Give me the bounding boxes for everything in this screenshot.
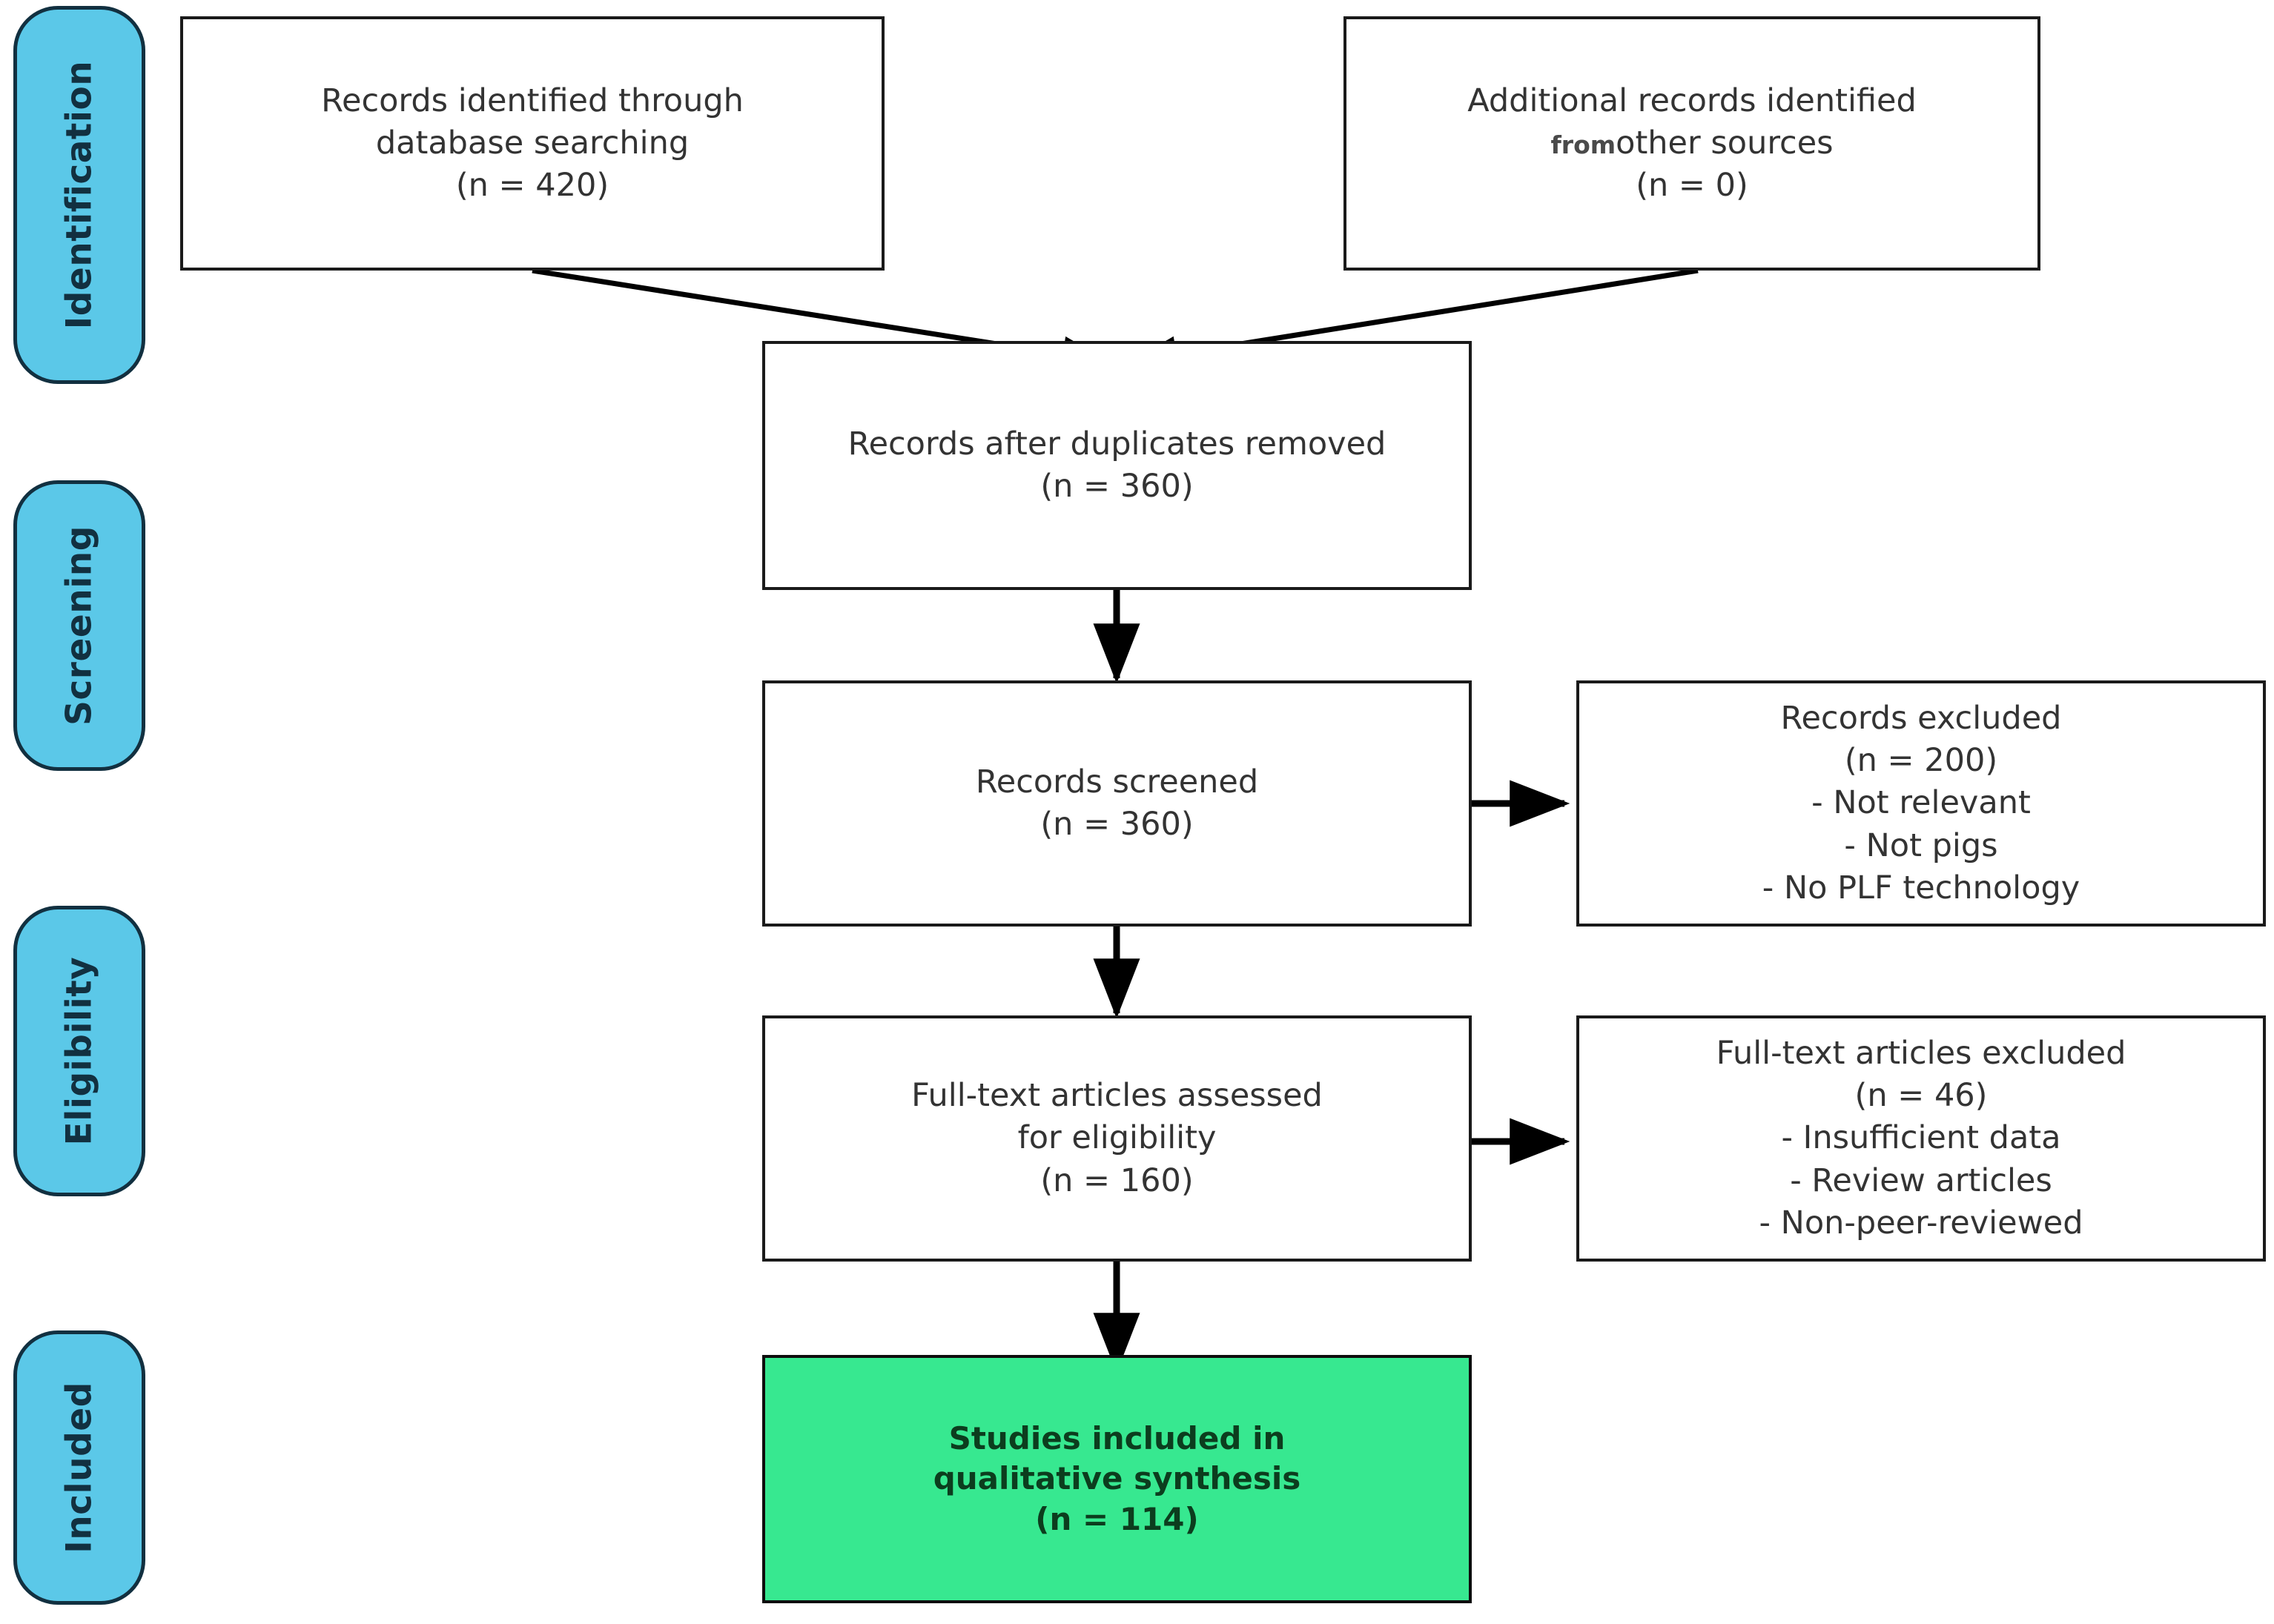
box-database-records-text: Records identified through database sear… (311, 80, 754, 208)
box-records-excluded-reason-2: - Not pigs (1844, 826, 1998, 864)
box-records-excluded-reason-1: - Not relevant (1811, 784, 2031, 822)
box-database-records-line2: database searching (375, 124, 690, 162)
box-other-records-from: from (1550, 130, 1616, 159)
box-database-records-line1: Records identified through (321, 82, 744, 119)
box-records-screened-count: (n = 360) (1040, 806, 1194, 843)
box-other-records-count: (n = 0) (1636, 167, 1748, 205)
stage-pill-eligibility: Eligibility (13, 906, 145, 1196)
box-other-records-line2: fromother sources (1467, 122, 1917, 165)
box-studies-included-count: (n = 114) (1035, 1500, 1199, 1537)
box-records-excluded: Records excluded (n = 200) - Not relevan… (1576, 680, 2266, 927)
box-fulltext-excluded-reason-2: - Review articles (1790, 1161, 2052, 1199)
box-database-records-count: (n = 420) (455, 167, 609, 205)
box-fulltext-assessed-text: Full-text articles assessed for eligibil… (901, 1075, 1333, 1202)
box-other-records-text: Additional records identified fromother … (1457, 80, 1927, 208)
box-after-duplicates: Records after duplicates removed (n = 36… (762, 341, 1472, 590)
box-records-excluded-line1: Records excluded (1780, 700, 2062, 738)
box-fulltext-excluded-line1: Full-text articles excluded (1716, 1035, 2126, 1073)
stage-pill-screening: Screening (13, 480, 145, 771)
box-records-excluded-text: Records excluded (n = 200) - Not relevan… (1752, 697, 2090, 909)
box-records-excluded-count: (n = 200) (1844, 742, 1998, 780)
stage-label-eligibility: Eligibility (59, 956, 100, 1146)
box-fulltext-assessed-line2: for eligibility (1017, 1119, 1217, 1157)
box-fulltext-excluded-text: Full-text articles excluded (n = 46) - I… (1706, 1033, 2137, 1244)
box-fulltext-excluded: Full-text articles excluded (n = 46) - I… (1576, 1015, 2266, 1262)
stage-pill-identification: Identification (13, 6, 145, 384)
box-after-duplicates-line1: Records after duplicates removed (847, 425, 1386, 463)
box-studies-included: Studies included in qualitative synthesi… (762, 1355, 1472, 1603)
stage-label-screening: Screening (59, 526, 100, 726)
box-database-records: Records identified through database sear… (180, 16, 885, 271)
box-other-records-line2-rest: other sources (1616, 124, 1834, 162)
box-fulltext-excluded-reason-3: - Non-peer-reviewed (1759, 1204, 2083, 1242)
box-after-duplicates-text: Records after duplicates removed (n = 36… (838, 423, 1397, 508)
box-records-screened-line1: Records screened (975, 763, 1259, 801)
box-fulltext-excluded-count: (n = 46) (1854, 1077, 1988, 1115)
stage-label-identification: Identification (59, 60, 100, 330)
box-fulltext-assessed-count: (n = 160) (1040, 1161, 1194, 1199)
box-fulltext-assessed: Full-text articles assessed for eligibil… (762, 1015, 1472, 1262)
stage-label-included: Included (59, 1382, 100, 1554)
box-records-excluded-reason-3: - No PLF technology (1762, 869, 2080, 907)
box-studies-included-text: Studies included in qualitative synthesi… (923, 1419, 1312, 1540)
box-records-screened: Records screened (n = 360) (762, 680, 1472, 927)
box-studies-included-line2: qualitative synthesis (933, 1460, 1301, 1497)
stage-pill-included: Included (13, 1330, 145, 1605)
box-fulltext-assessed-line1: Full-text articles assessed (911, 1077, 1323, 1115)
box-studies-included-line1: Studies included in (948, 1419, 1286, 1456)
box-other-records: Additional records identified fromother … (1343, 16, 2040, 271)
box-fulltext-excluded-reason-1: - Insufficient data (1781, 1119, 2061, 1157)
box-records-screened-text: Records screened (n = 360) (965, 761, 1269, 846)
box-after-duplicates-count: (n = 360) (1040, 468, 1194, 505)
box-other-records-line1: Additional records identified (1467, 82, 1917, 119)
